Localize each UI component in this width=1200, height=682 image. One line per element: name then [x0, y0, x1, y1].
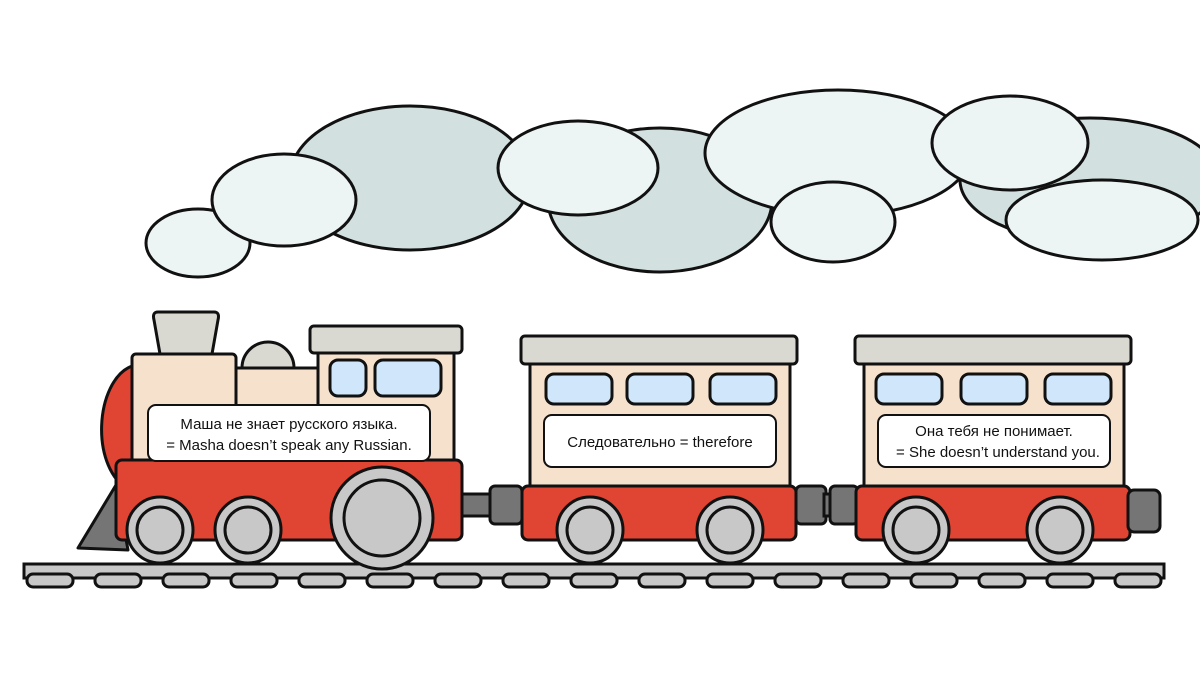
rear-buffer: [1126, 488, 1162, 534]
wagon-window: [708, 372, 778, 406]
railway-track: [22, 562, 1166, 589]
locomotive: [76, 310, 464, 571]
wagon-2-label-line2: = She doesn’t understand you.: [896, 444, 1100, 461]
wagon-1: [519, 334, 799, 565]
cab-roof: [308, 324, 464, 355]
wagon-1-label-box: [543, 414, 777, 468]
wagon-roof: [519, 334, 799, 366]
wagon-wheel: [1025, 495, 1095, 565]
wagon-wheel: [695, 495, 765, 565]
steam-dome: [240, 340, 296, 370]
locomotive-label-box: [147, 404, 431, 462]
wagon-wheel: [555, 495, 625, 565]
wagon-2-label-line1: Она тебя не понимает.: [915, 423, 1073, 440]
wagon-window: [874, 372, 944, 406]
locomotive-wheel: [125, 495, 195, 565]
cab-window: [373, 358, 443, 398]
wagon-2: [853, 334, 1162, 565]
wagon-window: [1043, 372, 1113, 406]
smokestack: [152, 310, 220, 356]
locomotive-drive-wheel: [329, 465, 435, 571]
wagon-2-label-box: [877, 414, 1111, 468]
coupler: [460, 484, 524, 526]
locomotive-label-line2: = Masha doesn’t speak any Russian.: [166, 437, 412, 454]
cab-window: [328, 358, 368, 398]
coupler: [794, 484, 860, 526]
wagon-window: [625, 372, 695, 406]
wagon-window: [959, 372, 1029, 406]
wagon-1-label-line1: Следовательно = therefore: [567, 434, 752, 451]
smoke-cloud: [144, 88, 1200, 279]
wagon-window: [544, 372, 614, 406]
wagon-roof: [853, 334, 1133, 366]
locomotive-label-line1: Маша не знает русского языка.: [180, 416, 397, 433]
wagon-wheel: [881, 495, 951, 565]
locomotive-wheel: [213, 495, 283, 565]
